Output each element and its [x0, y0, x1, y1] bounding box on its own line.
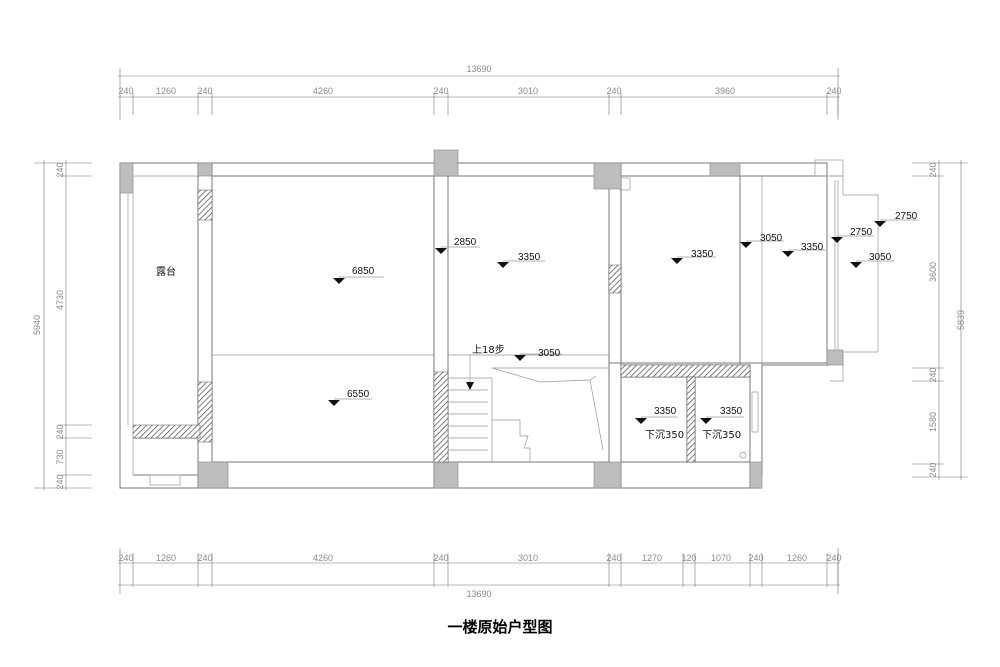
- svg-text:3350: 3350: [801, 242, 824, 253]
- sunken-area-label-a: 下沉350: [645, 428, 684, 441]
- bottom-dim-8: 1270: [642, 553, 662, 563]
- top-dim-8: 3960: [715, 86, 735, 96]
- stair-note-label: 上18步: [472, 344, 505, 356]
- left-dimension-chain: 5940 240 4730 240 730 240: [32, 160, 92, 490]
- svg-text:3350: 3350: [518, 252, 541, 263]
- top-dim-6: 3010: [518, 86, 538, 96]
- svg-text:2750: 2750: [850, 227, 873, 238]
- bottom-dim-3: 240: [197, 553, 212, 563]
- left-total-dim: 5940: [32, 315, 42, 335]
- hatched-walls: [132, 189, 751, 463]
- walls: [119, 159, 879, 489]
- svg-text:3050: 3050: [538, 348, 561, 359]
- right-dim-3: 240: [928, 367, 938, 382]
- bottom-dim-12: 1260: [787, 553, 807, 563]
- bottom-dim-6: 3010: [518, 553, 538, 563]
- bottom-dim-2: 1260: [156, 553, 176, 563]
- top-dimension-chain: 13690 240 1260 240 4260 240 3010 240 396…: [118, 64, 842, 120]
- top-dim-5: 240: [433, 86, 448, 96]
- elevation-marker-2750-b: 2750: [874, 211, 918, 227]
- bottom-dim-1: 240: [118, 553, 133, 563]
- right-total-dim: 5839: [956, 310, 966, 330]
- right-dim-1: 240: [928, 162, 938, 177]
- bottom-dim-5: 240: [433, 553, 448, 563]
- left-dim-3: 240: [55, 424, 65, 439]
- elevation-marker-3050-a: 3050: [740, 233, 784, 248]
- right-dim-2: 3600: [928, 262, 938, 282]
- elevation-marker-3350-e: 3350: [700, 406, 744, 424]
- staircase: [448, 354, 609, 462]
- left-dim-2: 4730: [55, 290, 65, 310]
- svg-text:2750: 2750: [895, 211, 918, 222]
- svg-text:6850: 6850: [352, 266, 375, 277]
- elevation-marker-2850: 2850: [435, 237, 480, 254]
- sunken-area-label-b: 下沉350: [702, 428, 741, 441]
- top-dim-1: 240: [118, 86, 133, 96]
- terrace-label: 露台: [156, 265, 176, 278]
- right-block-outline: [608, 162, 828, 364]
- bottom-dim-10: 1070: [711, 553, 731, 563]
- main-block-outline: [197, 162, 622, 489]
- columns: [119, 149, 844, 489]
- elevation-marker-6850: 6850: [333, 266, 384, 284]
- elevation-marker-3350-d: 3350: [635, 406, 678, 424]
- bottom-dimension-chain: 240 1260 240 4260 240 3010 240 1270 120 …: [118, 548, 842, 599]
- elevation-markers: 6850 6550 2850 3350 3050 3350 3050 3350 …: [328, 211, 918, 424]
- drawing-title: 一楼原始户型图: [447, 618, 552, 636]
- top-dim-7: 240: [606, 86, 621, 96]
- top-dim-9: 240: [826, 86, 841, 96]
- bottom-dim-4: 4260: [313, 553, 333, 563]
- right-dimension-chain: 240 3600 240 1580 240 5839: [912, 160, 968, 480]
- bottom-dim-11: 240: [748, 553, 763, 563]
- elevation-marker-2750-a: 2750: [831, 227, 874, 243]
- elevation-marker-3350-a: 3350: [497, 252, 545, 268]
- top-dim-3: 240: [197, 86, 212, 96]
- svg-text:6550: 6550: [347, 389, 370, 400]
- svg-text:3350: 3350: [691, 249, 714, 260]
- elevation-marker-6550: 6550: [328, 389, 372, 406]
- elevation-marker-3050-b: 3050: [850, 252, 894, 268]
- right-dim-4: 1580: [928, 412, 938, 432]
- bottom-dim-7: 240: [606, 553, 621, 563]
- bottom-dim-13: 240: [826, 553, 841, 563]
- svg-text:3050: 3050: [869, 252, 892, 263]
- bottom-total-dim: 13690: [466, 589, 491, 599]
- elevation-marker-3350-c: 3350: [782, 242, 826, 257]
- left-dim-1: 240: [55, 162, 65, 177]
- left-dim-5: 240: [55, 474, 65, 489]
- bottom-dim-9: 120: [681, 553, 696, 563]
- top-total-dim: 13690: [466, 64, 491, 74]
- left-dim-4: 730: [55, 449, 65, 464]
- elevation-marker-3350-b: 3350: [671, 249, 716, 264]
- elevation-marker-3050-stair: 3050: [514, 348, 562, 361]
- right-dim-5: 240: [928, 462, 938, 477]
- top-dim-4: 4260: [313, 86, 333, 96]
- svg-text:3350: 3350: [720, 406, 743, 417]
- svg-text:2850: 2850: [454, 237, 477, 248]
- svg-text:3050: 3050: [760, 233, 783, 244]
- top-dim-2: 1260: [156, 86, 176, 96]
- svg-text:3350: 3350: [654, 406, 677, 417]
